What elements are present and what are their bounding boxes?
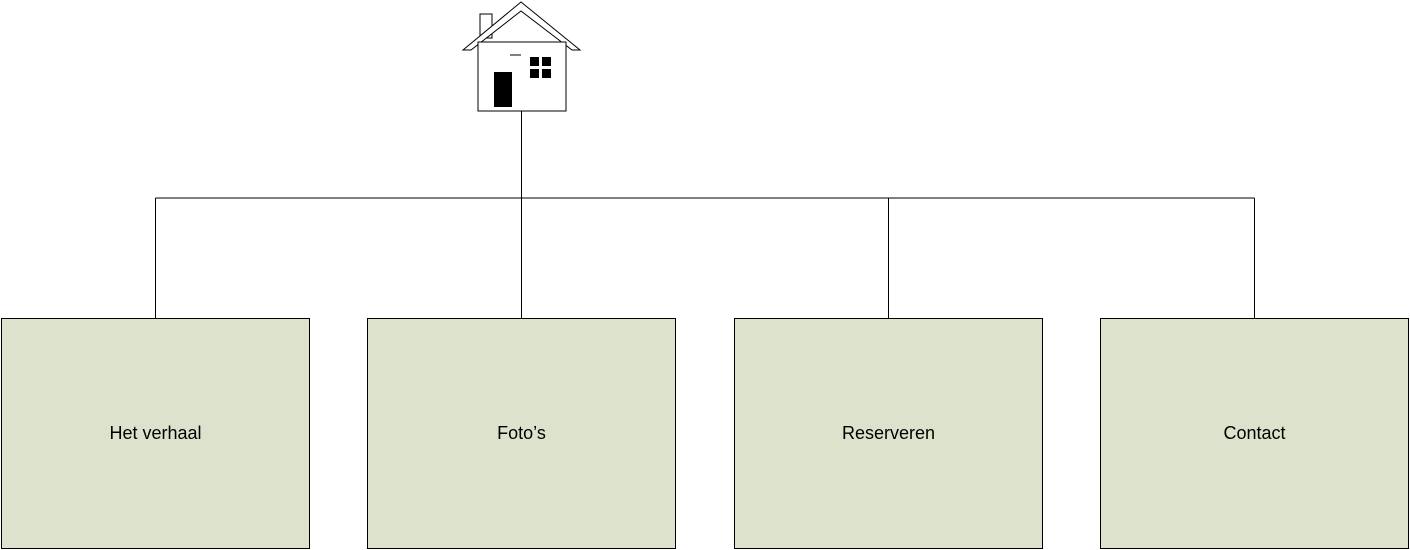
connector-lines bbox=[155, 111, 1255, 318]
page-box bbox=[1100, 318, 1409, 549]
page-node-reserveren[interactable]: Reserveren bbox=[734, 318, 1043, 549]
page-label: Reserveren bbox=[842, 423, 935, 443]
home-icon[interactable] bbox=[461, 1, 582, 112]
page-node-contact[interactable]: Contact bbox=[1100, 318, 1409, 549]
page-label: Contact bbox=[1223, 423, 1285, 443]
page-label: Het verhaal bbox=[109, 423, 201, 443]
page-box bbox=[1, 318, 310, 549]
page-box bbox=[734, 318, 1043, 549]
page-node-het-verhaal[interactable]: Het verhaal bbox=[1, 318, 310, 549]
page-node-fotos[interactable]: Foto’s bbox=[367, 318, 676, 549]
page-box bbox=[367, 318, 676, 549]
page-label: Foto’s bbox=[497, 423, 546, 443]
